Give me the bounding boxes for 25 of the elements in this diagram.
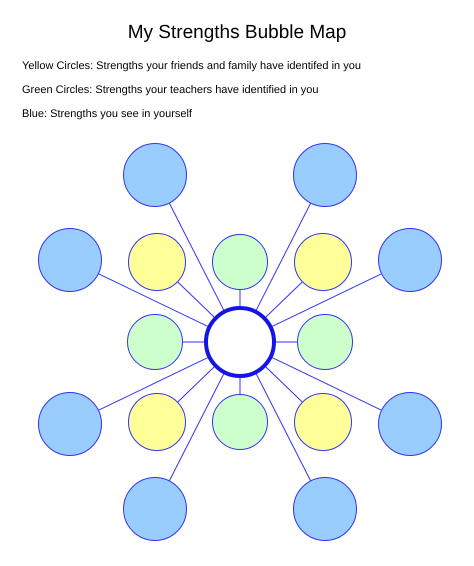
connector-line <box>98 357 208 411</box>
bubble-circle <box>294 393 352 451</box>
connector-line <box>98 273 208 327</box>
connector-line <box>169 203 224 310</box>
bubble-circle <box>294 233 352 291</box>
bubble-circle <box>297 314 353 370</box>
bubble-circle <box>212 234 268 290</box>
connector-line <box>265 282 303 318</box>
connector-line <box>272 357 382 411</box>
connector-line <box>177 282 215 318</box>
center-circle <box>204 306 276 378</box>
connector-line <box>265 366 303 402</box>
connector-line <box>256 374 311 481</box>
connector-line <box>169 374 224 481</box>
bubble-circle <box>128 233 186 291</box>
connector-line <box>272 273 382 327</box>
bubble-circle <box>128 393 186 451</box>
instruction-text: Yellow Circles: Strengths your friends and family have identifed in you <box>22 60 361 72</box>
bubble-circle <box>212 394 268 450</box>
title: My Strengths Bubble Map <box>126 22 348 44</box>
instruction-text: Green Circles: Strengths your teachers have identified in you <box>22 84 319 96</box>
bubble-circle <box>127 314 183 370</box>
connector-line <box>177 366 215 402</box>
instruction-text: Blue: Strengths you see in yourself <box>22 108 192 120</box>
connector-line <box>256 203 311 310</box>
